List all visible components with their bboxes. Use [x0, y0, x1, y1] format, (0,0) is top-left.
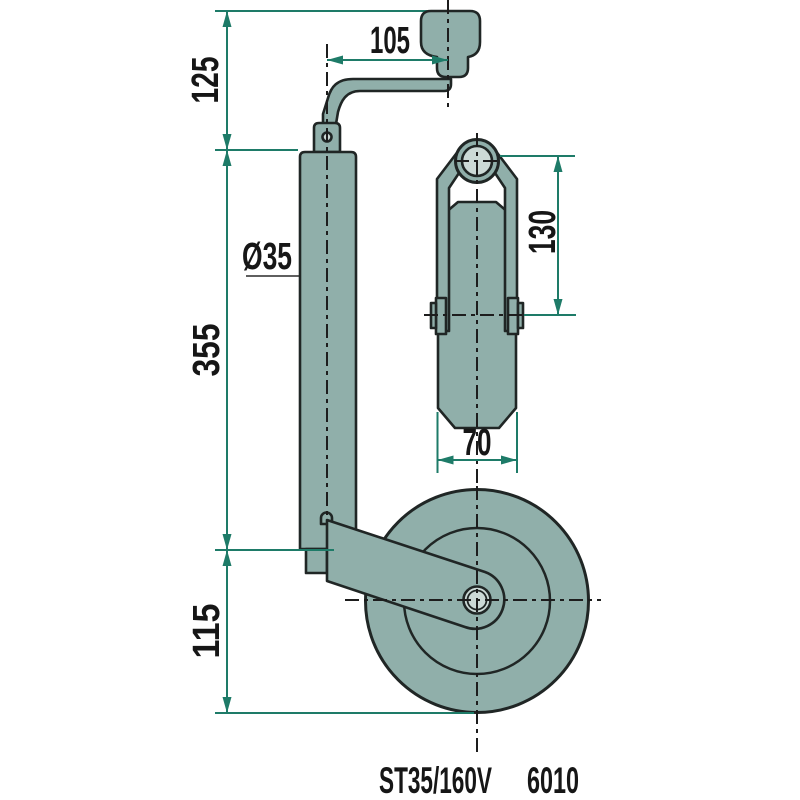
crank-arm	[321, 77, 453, 126]
arrow-down-125	[222, 134, 232, 150]
product-label: ST35/160V 6010	[379, 760, 579, 800]
product-model-text: ST35/160V	[379, 760, 492, 800]
dim-label-115: 115	[186, 604, 228, 659]
dim-label-105: 105	[370, 20, 410, 62]
inner-leg	[304, 547, 329, 575]
arrow-up-355	[222, 150, 232, 166]
arrow-right-105	[432, 55, 448, 65]
arrow-down-130	[553, 299, 563, 315]
dimension-lines	[215, 11, 576, 714]
arrow-right-70	[501, 455, 517, 465]
dim-label-125: 125	[185, 57, 227, 104]
outer-tube	[298, 150, 358, 551]
dimension-labels: 125 105 355 Ø35 130 70 115	[185, 20, 564, 659]
product-code-text: 6010	[527, 760, 579, 800]
arrow-up-125	[222, 11, 232, 27]
swivel-bracket-arm	[325, 518, 506, 631]
arrow-left-70	[437, 455, 454, 465]
arrow-down-115	[222, 697, 232, 713]
arrow-up-130	[553, 156, 563, 172]
crank-knob	[419, 9, 482, 79]
centerlines	[326, 0, 601, 757]
arrow-down-355	[222, 534, 232, 550]
dim-label-355: 355	[186, 324, 228, 377]
arrow-left-105	[327, 55, 343, 65]
dim-label-130: 130	[522, 210, 564, 254]
dim-label-70: 70	[463, 422, 492, 464]
arrow-up-115	[222, 550, 232, 566]
dim-label-diameter-35: Ø35	[242, 236, 292, 278]
